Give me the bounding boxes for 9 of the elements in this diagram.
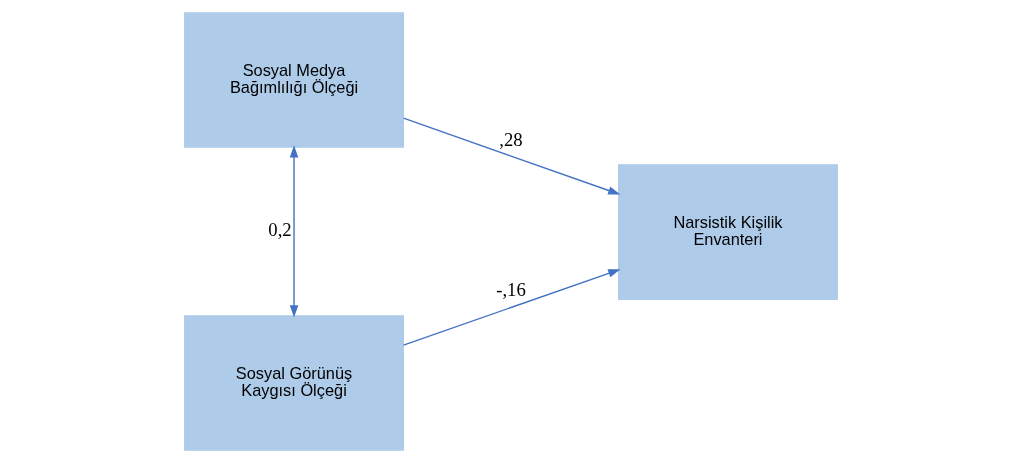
node-box: Sosyal Medya Bağımlılığı Ölçeği: [184, 12, 404, 148]
edge-label: 0,2: [268, 218, 292, 240]
arrow: [289, 145, 299, 318]
edge-label: ,28: [499, 129, 523, 151]
edge-label: -,16: [496, 279, 526, 301]
node-box: Sosyal Görünüş Kaygısı Ölçeği: [184, 315, 404, 451]
arrow: [402, 269, 621, 346]
node-box: Narsistik Kişilik Envanteri: [618, 164, 838, 300]
arrow: [402, 117, 621, 195]
